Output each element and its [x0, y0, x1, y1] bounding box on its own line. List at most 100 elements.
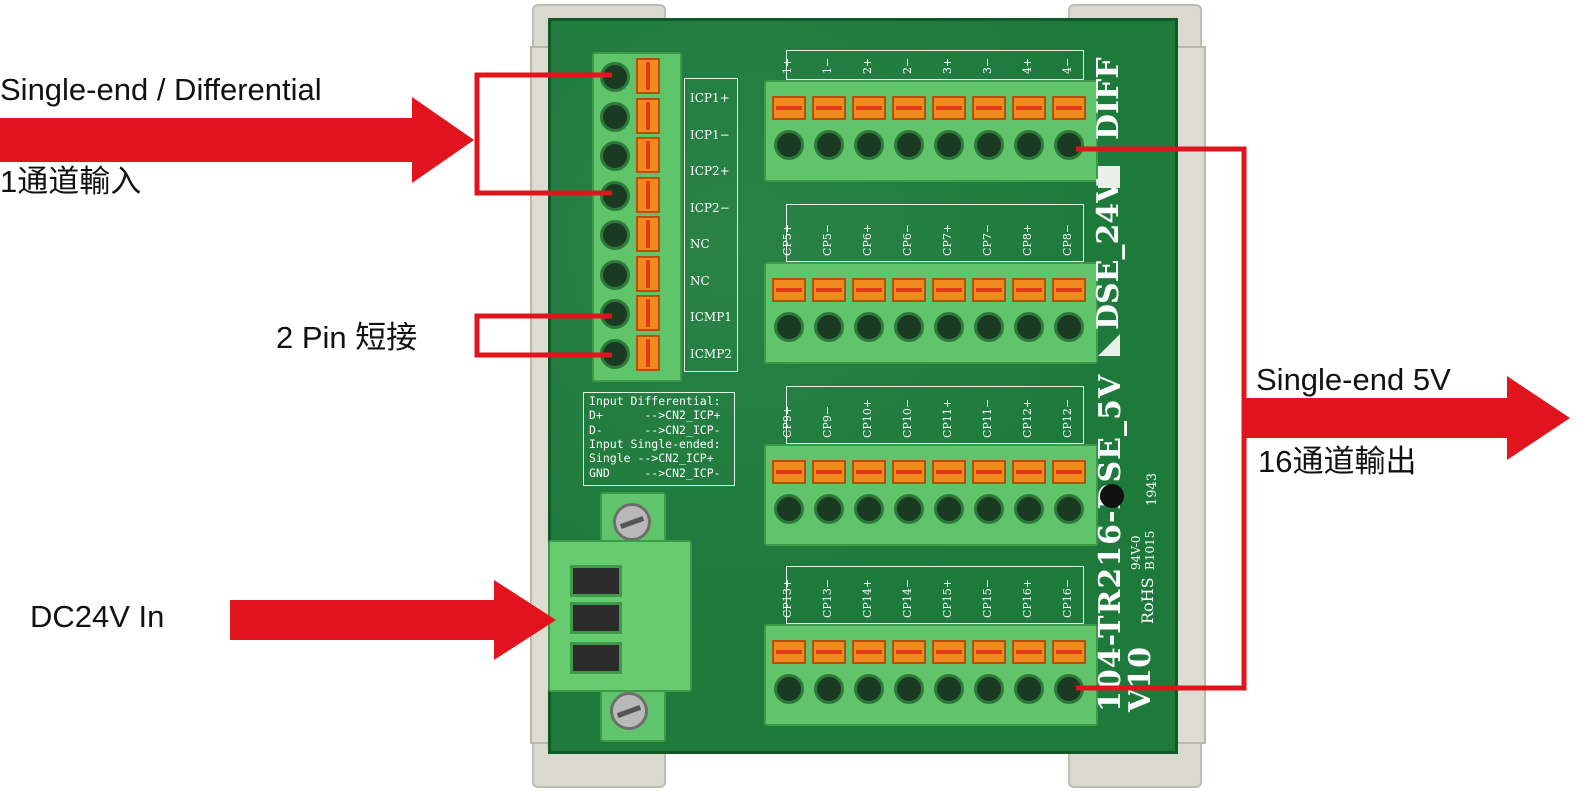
output-terminal-hole[interactable] — [934, 674, 964, 704]
info-box-line: Input Single-ended: — [589, 436, 721, 451]
output-terminal-lever[interactable] — [852, 96, 886, 120]
output-terminal-hole[interactable] — [814, 674, 844, 704]
output-terminal-lever[interactable] — [772, 96, 806, 120]
output-bracket — [1076, 146, 1247, 691]
output-terminal-hole[interactable] — [854, 312, 884, 342]
input-terminal-lever[interactable] — [636, 176, 660, 213]
output-terminal-lever[interactable] — [932, 96, 966, 120]
power-plug-slot-3 — [570, 642, 622, 674]
output-channels-label: 16通道輸出 — [1258, 444, 1417, 479]
output-terminal-hole[interactable] — [1014, 312, 1044, 342]
input-terminal-hole[interactable] — [600, 259, 630, 290]
output-terminal-hole[interactable] — [814, 130, 844, 160]
power-arrow-icon — [230, 580, 556, 660]
power-plug-slot-1 — [570, 565, 622, 597]
input-arrow-icon — [0, 97, 474, 183]
output-terminal-lever[interactable] — [1052, 640, 1086, 664]
output-terminal-hole[interactable] — [774, 312, 804, 342]
output-terminal-hole[interactable] — [854, 674, 884, 704]
output-terminal-lever[interactable] — [932, 278, 966, 302]
output-terminal-lever[interactable] — [812, 640, 846, 664]
output-label-frame — [786, 386, 1084, 444]
output-terminal-hole[interactable] — [774, 130, 804, 160]
output-terminal-hole[interactable] — [814, 494, 844, 524]
output-terminal-lever[interactable] — [892, 278, 926, 302]
output-terminal-hole[interactable] — [934, 494, 964, 524]
pin-short-label: 2 Pin 短接 — [276, 320, 418, 355]
power-terminal-screw-top-icon — [613, 503, 651, 541]
output-terminal-hole[interactable] — [934, 130, 964, 160]
input-info-box — [583, 392, 735, 486]
input-channels-label: 1通道輸入 — [0, 164, 142, 199]
input-terminal-hole[interactable] — [600, 220, 630, 250]
output-terminal-hole[interactable] — [894, 494, 924, 524]
output-terminal-hole[interactable] — [1014, 674, 1044, 704]
output-terminal-lever[interactable] — [1052, 460, 1086, 484]
output-terminal-lever[interactable] — [892, 460, 926, 484]
output-terminal-hole[interactable] — [974, 130, 1004, 160]
input-terminal-lever[interactable] — [636, 97, 660, 134]
output-terminal-lever[interactable] — [932, 640, 966, 664]
info-box-line: D- -->CN2_ICP- — [589, 422, 721, 437]
output-terminal-hole[interactable] — [974, 494, 1004, 524]
output-terminal-hole[interactable] — [894, 130, 924, 160]
output-terminal-hole[interactable] — [974, 674, 1004, 704]
output-terminal-hole[interactable] — [894, 312, 924, 342]
output-terminal-hole[interactable] — [854, 494, 884, 524]
input-terminal-hole[interactable] — [600, 141, 630, 171]
output-terminal-lever[interactable] — [1012, 96, 1046, 120]
output-terminal-hole[interactable] — [1054, 130, 1084, 160]
input-terminal-lever[interactable] — [636, 58, 660, 94]
output-terminal-hole[interactable] — [774, 674, 804, 704]
output-terminal-lever[interactable] — [892, 96, 926, 120]
power-terminal-screw-bottom-icon — [610, 692, 648, 730]
input-terminal-label: NC — [690, 237, 710, 251]
output-terminal-lever[interactable] — [932, 460, 966, 484]
input-terminal-lever[interactable] — [636, 255, 660, 292]
output-terminal-lever[interactable] — [1052, 96, 1086, 120]
pin-short-bracket — [474, 313, 612, 358]
output-terminal-lever[interactable] — [852, 640, 886, 664]
output-terminal-lever[interactable] — [852, 278, 886, 302]
output-terminal-hole[interactable] — [974, 312, 1004, 342]
output-terminal-lever[interactable] — [892, 640, 926, 664]
power-plug-slot-2 — [570, 602, 622, 634]
output-terminal-lever[interactable] — [772, 460, 806, 484]
output-terminal-lever[interactable] — [1012, 640, 1046, 664]
output-terminal-lever[interactable] — [1012, 278, 1046, 302]
output-terminal-hole[interactable] — [894, 674, 924, 704]
input-bracket — [474, 72, 612, 196]
output-terminal-hole[interactable] — [774, 494, 804, 524]
input-terminal-lever[interactable] — [636, 334, 660, 371]
output-terminal-hole[interactable] — [1014, 494, 1044, 524]
input-terminal-lever[interactable] — [636, 137, 660, 173]
output-terminal-lever[interactable] — [972, 460, 1006, 484]
output-terminal-hole[interactable] — [934, 312, 964, 342]
input-terminal-hole[interactable] — [600, 101, 630, 132]
board-jumper-pad-icon — [1098, 166, 1120, 188]
output-terminal-lever[interactable] — [772, 640, 806, 664]
output-terminal-hole[interactable] — [1014, 130, 1044, 160]
board-chip-icon — [1100, 484, 1124, 508]
output-terminal-lever[interactable] — [812, 460, 846, 484]
output-terminal-hole[interactable] — [1054, 494, 1084, 524]
output-terminal-lever[interactable] — [772, 278, 806, 302]
output-terminal-hole[interactable] — [1054, 312, 1084, 342]
power-in-label: DC24V In — [30, 599, 165, 634]
info-box-line: GND -->CN2_ICP- — [589, 465, 721, 480]
input-terminal-label: ICP2+ — [690, 164, 730, 178]
input-terminal-label: NC — [690, 273, 710, 288]
output-terminal-lever[interactable] — [972, 278, 1006, 302]
output-terminal-lever[interactable] — [852, 460, 886, 484]
input-terminal-lever[interactable] — [636, 295, 660, 331]
output-terminal-hole[interactable] — [814, 312, 844, 342]
output-terminal-lever[interactable] — [1052, 278, 1086, 302]
output-terminal-lever[interactable] — [972, 96, 1006, 120]
output-terminal-lever[interactable] — [812, 96, 846, 120]
output-terminal-lever[interactable] — [812, 278, 846, 302]
output-terminal-lever[interactable] — [1012, 460, 1046, 484]
output-terminal-hole[interactable] — [854, 130, 884, 160]
input-terminal-lever[interactable] — [636, 216, 660, 252]
output-terminal-lever[interactable] — [972, 640, 1006, 664]
